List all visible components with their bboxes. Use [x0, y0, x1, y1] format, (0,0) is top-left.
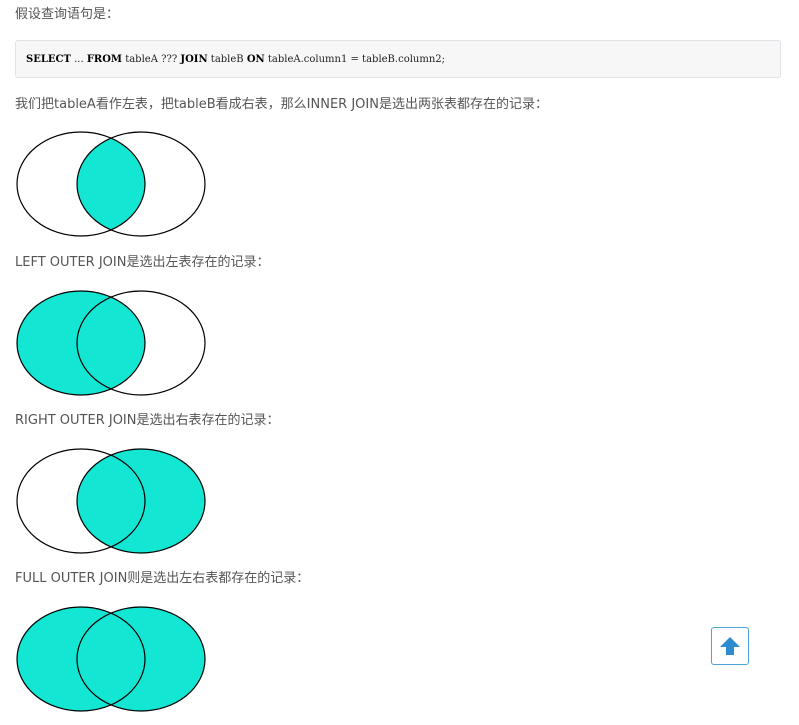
- back-to-top-button[interactable]: [711, 627, 749, 665]
- intersection-fill: [77, 132, 145, 236]
- circle-table-b: [76, 290, 206, 396]
- inner-join-diagram: [15, 129, 209, 239]
- circle-table-b: [76, 131, 206, 237]
- right-join-text: RIGHT OUTER JOIN是选出右表存在的记录：: [15, 413, 280, 428]
- keyword-from: FROM: [86, 54, 123, 65]
- intro-text: 假设查询语句是：: [15, 7, 120, 22]
- circle-table-a: [16, 290, 146, 396]
- circle-table-b: [76, 606, 206, 712]
- full-join-text: FULL OUTER JOIN则是选出左右表都存在的记录：: [15, 571, 310, 586]
- right-join-diagram: [15, 446, 209, 556]
- code-segment: tableA.column1 = tableB.column2;: [264, 54, 446, 65]
- left-join-diagram: [15, 288, 209, 398]
- arrow-up-icon: [720, 637, 740, 655]
- circle-table-a: [16, 606, 146, 712]
- keyword-join: JOIN: [180, 54, 208, 65]
- full-join-diagram: [15, 604, 209, 714]
- circle-table-a: [16, 448, 146, 554]
- code-segment: tableB: [207, 54, 247, 65]
- circle-table-b-fill: [77, 607, 205, 711]
- left-join-text: LEFT OUTER JOIN是选出左表存在的记录：: [15, 255, 270, 270]
- inner-join-text: 我们把tableA看作左表，把tableB看成右表，那么INNER JOIN是选…: [15, 97, 548, 112]
- sql-code-block: SELECT ... FROM tableA ??? JOIN tableB O…: [15, 40, 781, 78]
- code-segment: ...: [70, 54, 87, 65]
- keyword-on: ON: [246, 54, 265, 65]
- circle-table-b: [76, 448, 206, 554]
- keyword-select: SELECT: [26, 54, 71, 65]
- circle-table-a: [16, 131, 146, 237]
- code-segment: tableA ???: [122, 54, 181, 65]
